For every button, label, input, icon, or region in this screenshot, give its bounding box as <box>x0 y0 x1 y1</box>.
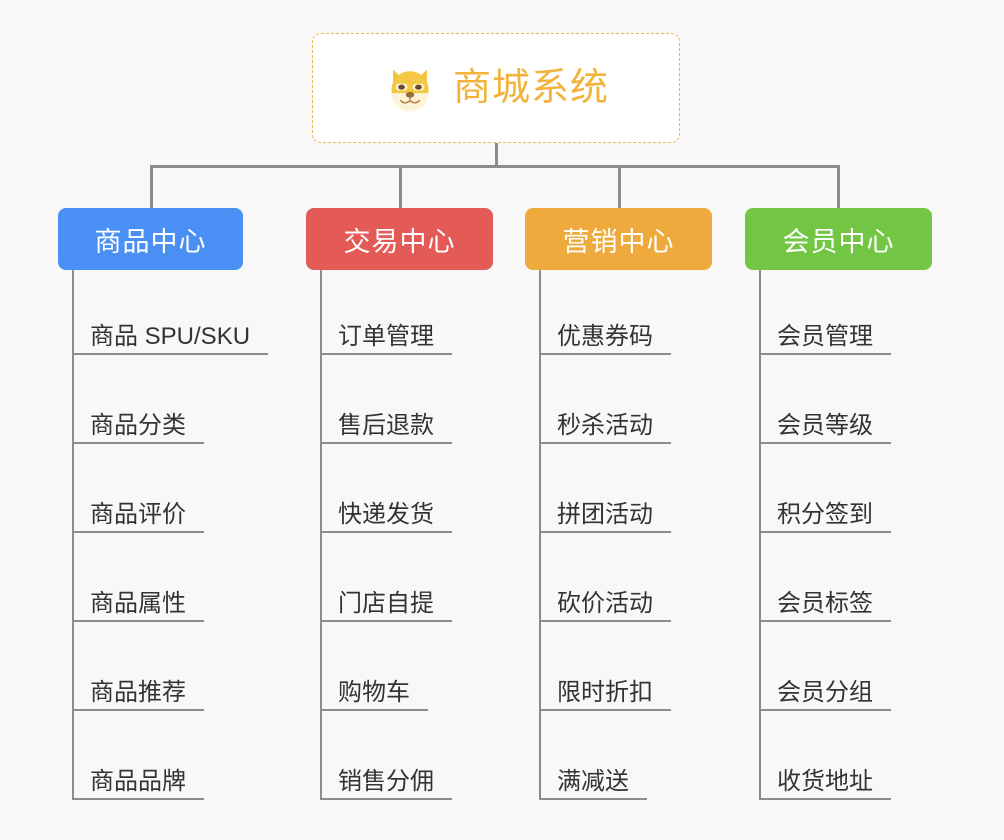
leaf-item[interactable]: 商品 SPU/SKU <box>72 323 269 355</box>
category-header-label: 会员中心 <box>782 226 895 257</box>
leaf-spine <box>72 270 74 800</box>
leaf-item[interactable]: 拼团活动 <box>539 501 671 533</box>
category-header-member[interactable]: 会员中心 <box>745 208 932 270</box>
leaf-label: 限时折扣 <box>557 679 653 706</box>
category-drop-connector-2 <box>618 165 621 210</box>
leaf-item[interactable]: 门店自提 <box>320 590 452 622</box>
leaf-spine <box>759 270 761 800</box>
leaf-label: 商品分类 <box>90 412 186 439</box>
leaf-item[interactable]: 积分签到 <box>759 501 891 533</box>
leaf-label: 砍价活动 <box>557 590 653 617</box>
leaf-item[interactable]: 满减送 <box>539 768 647 800</box>
leaf-label: 购物车 <box>338 679 410 706</box>
leaf-label: 商品 SPU/SKU <box>90 323 251 350</box>
leaf-item[interactable]: 购物车 <box>320 679 428 711</box>
leaf-label: 秒杀活动 <box>557 412 653 439</box>
leaf-item[interactable]: 会员标签 <box>759 590 891 622</box>
leaf-item[interactable]: 快递发货 <box>320 501 452 533</box>
leaf-item[interactable]: 销售分佣 <box>320 768 452 800</box>
root-stem-connector <box>495 143 498 168</box>
category-header-product[interactable]: 商品中心 <box>58 208 243 270</box>
root-title: 商城系统 <box>452 67 609 109</box>
category-bus-connector <box>150 165 840 168</box>
leaf-spine <box>320 270 322 800</box>
leaf-item[interactable]: 会员等级 <box>759 412 891 444</box>
leaf-item[interactable]: 商品评价 <box>72 501 204 533</box>
leaf-item[interactable]: 商品分类 <box>72 412 204 444</box>
leaf-label: 快递发货 <box>338 501 434 528</box>
category-drop-connector-1 <box>399 165 402 210</box>
leaf-item[interactable]: 会员管理 <box>759 323 891 355</box>
leaf-label: 收货地址 <box>777 768 873 795</box>
leaf-label: 满减送 <box>557 768 629 795</box>
leaf-label: 拼团活动 <box>557 501 653 528</box>
leaf-label: 会员等级 <box>777 412 873 439</box>
leaf-item[interactable]: 商品属性 <box>72 590 204 622</box>
leaf-item[interactable]: 售后退款 <box>320 412 452 444</box>
leaf-label: 会员管理 <box>777 323 873 350</box>
leaf-label: 销售分佣 <box>338 768 434 795</box>
category-header-label: 商品中心 <box>94 226 207 257</box>
category-drop-connector-0 <box>150 165 153 210</box>
category-header-trade[interactable]: 交易中心 <box>306 208 493 270</box>
leaf-item[interactable]: 砍价活动 <box>539 590 671 622</box>
category-header-marketing[interactable]: 营销中心 <box>525 208 712 270</box>
leaf-label: 会员分组 <box>777 679 873 706</box>
leaf-item[interactable]: 会员分组 <box>759 679 891 711</box>
leaf-label: 商品评价 <box>90 501 186 528</box>
leaf-label: 售后退款 <box>338 412 434 439</box>
leaf-label: 门店自提 <box>338 590 434 617</box>
leaf-label: 优惠券码 <box>557 323 653 350</box>
leaf-label: 商品属性 <box>90 590 186 617</box>
category-header-label: 交易中心 <box>343 226 456 257</box>
leaf-item[interactable]: 限时折扣 <box>539 679 671 711</box>
leaf-item[interactable]: 秒杀活动 <box>539 412 671 444</box>
leaf-item[interactable]: 商品品牌 <box>72 768 204 800</box>
root-node[interactable]: 商城系统 <box>312 33 680 143</box>
leaf-label: 积分签到 <box>777 501 873 528</box>
leaf-label: 商品品牌 <box>90 768 186 795</box>
category-drop-connector-3 <box>837 165 840 210</box>
leaf-label: 会员标签 <box>777 590 873 617</box>
leaf-label: 商品推荐 <box>90 679 186 706</box>
dog-face-icon <box>391 69 429 112</box>
leaf-item[interactable]: 收货地址 <box>759 768 891 800</box>
leaf-item[interactable]: 订单管理 <box>320 323 452 355</box>
category-header-label: 营销中心 <box>562 226 675 257</box>
leaf-spine <box>539 270 541 800</box>
leaf-item[interactable]: 优惠券码 <box>539 323 671 355</box>
leaf-label: 订单管理 <box>338 323 434 350</box>
leaf-item[interactable]: 商品推荐 <box>72 679 204 711</box>
